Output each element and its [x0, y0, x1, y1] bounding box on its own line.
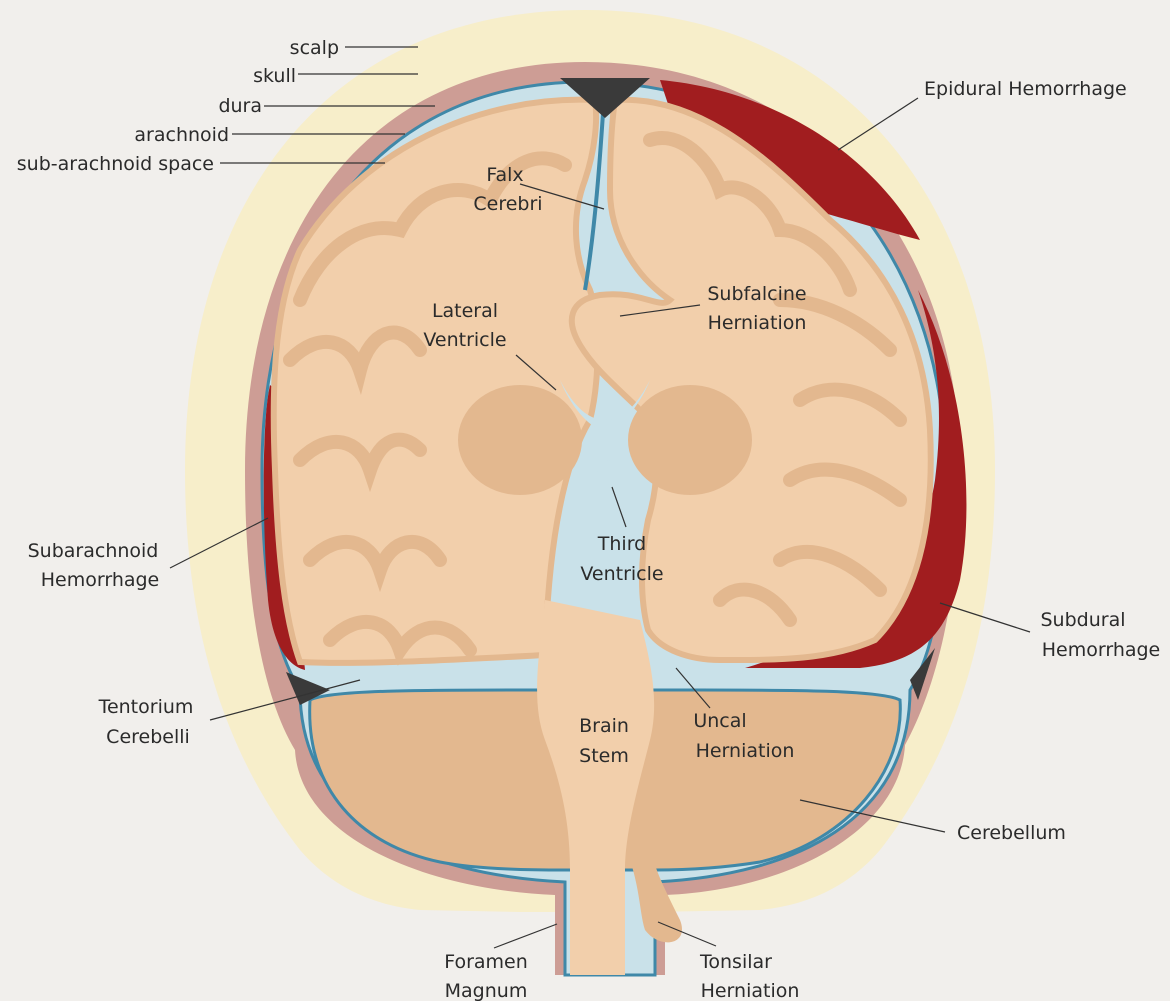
label-subarachnoid-space: sub-arachnoid space — [17, 153, 214, 175]
label-scalp: scalp — [290, 37, 339, 59]
brain-stem-region — [537, 600, 655, 975]
label-subarachnoid-hemorrhage-line2: Hemorrhage — [41, 569, 160, 591]
label-tonsilar-line2: Herniation — [701, 980, 800, 1001]
label-third-ventricle-line1: Third — [597, 533, 646, 555]
label-subfalcine-line2: Herniation — [708, 312, 807, 334]
lateral-ventricle-shape — [560, 380, 650, 430]
third-ventricle-shape — [597, 460, 617, 496]
label-falx-line1: Falx — [486, 164, 523, 186]
label-lateral-ventricle-line2: Ventricle — [423, 329, 506, 351]
falx-top-wedge — [560, 78, 650, 118]
label-subdural-line1: Subdural — [1041, 609, 1126, 631]
label-uncal-line1: Uncal — [693, 710, 746, 732]
label-brain-stem-line1: Brain — [579, 715, 629, 737]
label-tentorium-line2: Cerebelli — [106, 726, 190, 748]
label-tonsilar-line1: Tonsilar — [699, 951, 772, 973]
label-cerebellum: Cerebellum — [957, 822, 1066, 844]
left-gyri — [283, 151, 572, 666]
label-skull: skull — [253, 65, 296, 87]
leader-lines — [169, 46, 1031, 949]
label-subfalcine-line1: Subfalcine — [707, 283, 806, 305]
right-hemisphere — [568, 96, 934, 664]
label-uncal-line2: Herniation — [696, 740, 795, 762]
left-thalamus — [458, 385, 582, 495]
label-epidural-hemorrhage: Epidural Hemorrhage — [924, 78, 1127, 100]
right-gyri — [643, 131, 907, 627]
label-falx-line2: Cerebri — [473, 193, 542, 215]
tentorium-right — [910, 648, 935, 700]
label-dura: dura — [218, 95, 262, 117]
label-foramen-line1: Foramen — [444, 951, 528, 973]
epidural-hemorrhage-region — [660, 80, 920, 240]
label-arachnoid: arachnoid — [134, 124, 229, 146]
right-thalamus — [628, 385, 752, 495]
label-foramen-line2: Magnum — [445, 980, 528, 1001]
label-tentorium-line1: Tentorium — [98, 696, 194, 718]
label-third-ventricle-line2: Ventricle — [580, 563, 663, 585]
label-subarachnoid-hemorrhage-line1: Subarachnoid — [28, 540, 159, 562]
tonsil-herniation-shape — [630, 860, 682, 943]
label-subdural-line2: Hemorrhage — [1042, 639, 1161, 661]
label-brain-stem-line2: Stem — [579, 745, 629, 767]
label-lateral-ventricle-line1: Lateral — [432, 300, 498, 322]
falx-cerebri-membrane — [583, 97, 606, 291]
